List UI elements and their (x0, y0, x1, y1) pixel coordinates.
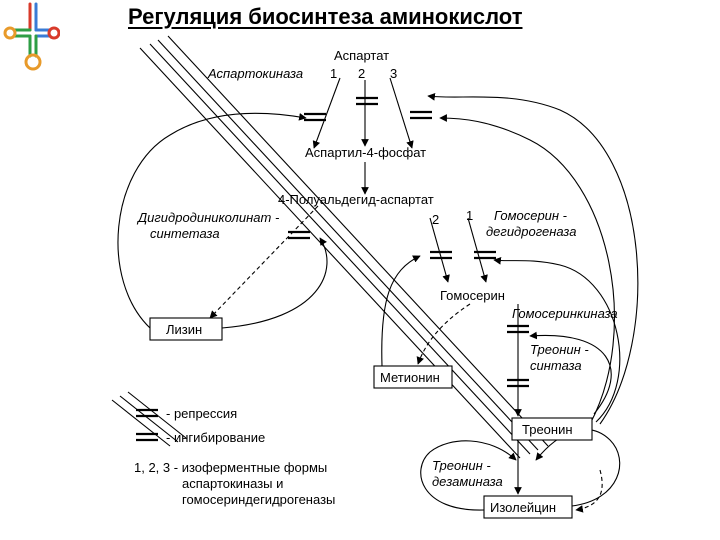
legend: - репрессия - ингибирование 1, 2, 3 - из… (111, 391, 335, 507)
semialdehyde-label: 4-Полуальдегид-аспартат (278, 192, 434, 207)
homoserine-dh-label-2: дегидрогеназа (486, 224, 576, 239)
threonine-deaminase-label-2: дезаминаза (432, 474, 503, 489)
trna-logo-icon (3, 2, 60, 71)
hsdh-isoform-2: 2 (432, 212, 439, 227)
lysine-box (149, 317, 223, 341)
dhdp-synthase-label-1: Дигидродиниколинат - (136, 210, 280, 225)
isoleucine-label: Изолейцин (490, 500, 556, 515)
ak-isoform-1: 1 (330, 66, 337, 81)
threonine-synthase-label-2: синтаза (530, 358, 582, 373)
ak-isoform-2: 2 (358, 66, 365, 81)
isoleucine-box (483, 495, 573, 519)
dhdp-synthase-label-2: синтетаза (150, 226, 220, 241)
aspartate-label: Аспартат (334, 48, 389, 63)
homoserine-kinase-label: Гомосеринкиназа (512, 306, 618, 321)
ak-isoform-3: 3 (390, 66, 397, 81)
methionine-box (373, 365, 453, 389)
aspartyl-phosphate-label: Аспартил-4-фосфат (305, 145, 426, 160)
hsdh-isoform-1: 1 (466, 208, 473, 223)
arrow-to-lysine (209, 205, 319, 319)
aspartokinase-label: Аспартокиназа (207, 66, 303, 81)
lysine-label: Лизин (166, 322, 202, 337)
homoserine-label: Гомосерин (440, 288, 505, 303)
threonine-box (511, 417, 593, 441)
threonine-label: Треонин (522, 422, 573, 437)
homoserine-dh-label-1: Гомосерин - (494, 208, 568, 223)
arrow-hsdh-1 (467, 217, 488, 283)
threonine-deaminase-label-1: Треонин - (432, 458, 491, 473)
legend-isoforms-1: 1, 2, 3 - изоферментные формы (134, 460, 327, 475)
threonine-synthase-label-1: Треонин - (530, 342, 589, 357)
page-title: Регуляция биосинтеза аминокислот (128, 4, 523, 29)
aspartokinase-arrows (312, 77, 414, 149)
legend-isoforms-2: аспартокиназы и (182, 476, 283, 491)
legend-inhibition-label: - ингибирование (166, 430, 265, 445)
methionine-label: Метионин (380, 370, 440, 385)
legend-isoforms-3: гомосериндегидрогеназы (182, 492, 335, 507)
repression-marks (288, 96, 529, 388)
arrow-hsdh-2 (429, 217, 450, 283)
membrane-band (139, 35, 549, 459)
arrow-to-methionine (416, 303, 471, 365)
legend-repression-label: - репрессия (166, 406, 237, 421)
